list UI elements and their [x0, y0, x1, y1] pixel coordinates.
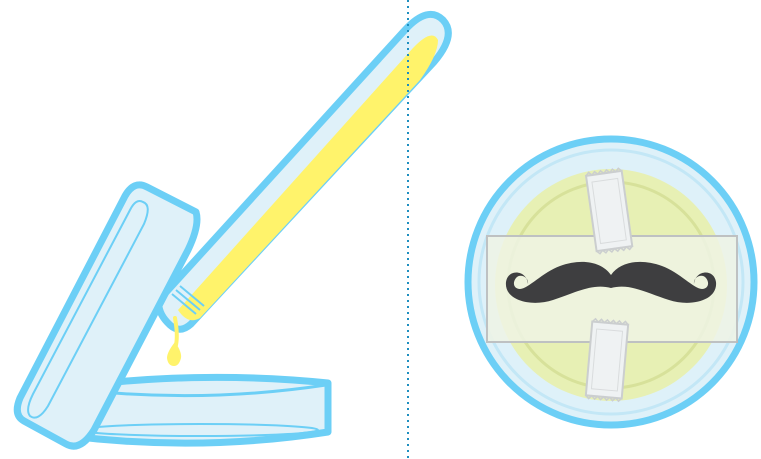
test-tube: [159, 14, 449, 329]
liquid-droplet: [167, 342, 181, 366]
left-panel: [17, 14, 448, 446]
yellow-liquid: [178, 36, 438, 321]
liquid-stream: [175, 318, 177, 345]
right-panel: [468, 139, 754, 425]
petri-dish-glass-overlay: [472, 143, 750, 421]
